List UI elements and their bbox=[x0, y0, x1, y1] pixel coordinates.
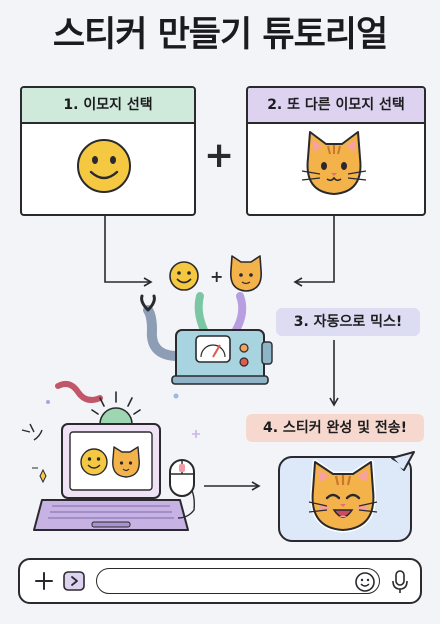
sticker-icon bbox=[63, 571, 85, 591]
step-3-pill: 3. 자동으로 믹스! bbox=[276, 308, 420, 336]
sticker-button[interactable] bbox=[62, 570, 86, 592]
step-4-label: 4. 스티커 완성 및 전송! bbox=[263, 420, 407, 436]
mini-smiley-icon bbox=[169, 261, 199, 291]
mouse-icon bbox=[169, 459, 195, 519]
chat-input-bar bbox=[18, 558, 422, 604]
step-3-label: 3. 자동으로 믹스! bbox=[293, 314, 403, 330]
result-sticker-icon bbox=[308, 459, 378, 533]
step-4-pill: 4. 스티커 완성 및 전송! bbox=[246, 414, 424, 442]
screen-smiley-icon bbox=[80, 448, 108, 476]
screen-cat-icon bbox=[112, 446, 140, 478]
step-1-label: 1. 이모지 선택 bbox=[63, 97, 153, 113]
step-2-label: 2. 또 다른 이모지 선택 bbox=[267, 97, 405, 113]
plus-icon bbox=[35, 572, 53, 590]
cat-emoji-icon bbox=[301, 131, 367, 195]
plus-sign: + bbox=[204, 135, 235, 176]
mixing-machine-icon bbox=[140, 292, 273, 385]
laptop-icon bbox=[21, 381, 200, 531]
smiley-emoji-icon bbox=[77, 139, 131, 193]
emoji-button[interactable] bbox=[354, 571, 376, 593]
mini-cat-icon bbox=[229, 255, 263, 292]
bubble-tail bbox=[389, 451, 415, 471]
step-1-header: 1. 이모지 선택 bbox=[22, 88, 194, 124]
emoji-icon bbox=[355, 572, 375, 592]
page-title: 스티커 만들기 튜토리얼 bbox=[52, 15, 388, 55]
mini-plus-icon: + bbox=[210, 267, 223, 286]
arrow-step2-to-mixer bbox=[293, 214, 335, 287]
step-2-header: 2. 또 다른 이모지 선택 bbox=[248, 88, 424, 124]
arrow-step1-to-mixer bbox=[104, 214, 153, 287]
mic-button[interactable] bbox=[390, 569, 410, 595]
message-input[interactable] bbox=[96, 568, 380, 594]
microphone-icon bbox=[392, 570, 408, 593]
add-button[interactable] bbox=[32, 569, 56, 593]
